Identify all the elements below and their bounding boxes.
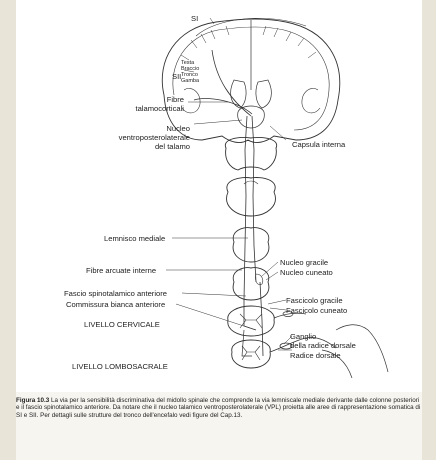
figure-caption: Figura 10.3 La via per la sensibilità di…: [16, 397, 422, 419]
caption-text: La via per la sensibilità discriminativa…: [16, 397, 420, 419]
pathway-diagram: [16, 0, 422, 392]
insula-right: [302, 88, 320, 113]
cervical-cord: [228, 306, 274, 336]
label-gamba: Gamba: [181, 78, 199, 84]
gracile-nucleus-shape: [255, 274, 262, 285]
label-sii: SII: [172, 72, 181, 81]
label-fascicolo-gracile: Fascicolo gracile: [286, 296, 343, 305]
lumbosacral-cord: [232, 340, 271, 368]
page-left-margin: [0, 0, 16, 460]
medulla-upper: [233, 228, 269, 262]
label-livello-cervicale: LIVELLO CERVICALE: [84, 320, 160, 329]
thalamus: [238, 106, 265, 128]
label-lemnisco-mediale: Lemnisco mediale: [104, 234, 165, 243]
label-si: SI: [191, 14, 198, 23]
cortex-gyri: [181, 26, 316, 60]
pons: [227, 178, 276, 216]
medial-lemniscus-path: [252, 116, 256, 282]
page-right-margin: [422, 0, 436, 460]
label-nucleo-vpl-2: ventroposterolaterale: [100, 133, 190, 142]
lateral-ventricle-right: [256, 80, 271, 108]
thalamocortical-fibres: [194, 50, 252, 116]
label-capsula-interna: Capsula interna: [292, 140, 345, 149]
midbrain: [225, 137, 276, 170]
insula-left: [182, 88, 200, 113]
label-ganglio-1: Ganglio: [290, 332, 316, 341]
label-commissura-bianca: Commissura bianca anteriore: [66, 300, 165, 309]
label-nucleo-gracile: Nucleo gracile: [280, 258, 328, 267]
label-radice-dorsale: Radice dorsale: [290, 351, 341, 360]
label-fibre-arcuate: Fibre arcuate interne: [86, 266, 156, 275]
label-nucleo-cuneato: Nucleo cuneato: [280, 268, 333, 277]
caption-prefix: Figura 10.3: [16, 397, 49, 404]
label-nucleo-vpl-3: del talamo: [100, 142, 190, 151]
label-fascio-spinotalamico: Fascio spinotalamico anteriore: [64, 289, 167, 298]
medulla-lower: [233, 268, 269, 300]
label-fibre-talamocorticali-2: talamocorticali: [120, 104, 184, 113]
label-ganglio-2: della radice dorsale: [290, 341, 356, 350]
lateral-ventricle-left: [231, 80, 246, 108]
leader-fascicolo-cuneato: [270, 308, 286, 310]
dorsal-column-path: [260, 282, 263, 356]
leader-nucleo-vpl: [194, 120, 242, 124]
label-fibre-talamocorticali-1: Fibre: [130, 95, 184, 104]
leader-capsula: [270, 126, 286, 140]
label-nucleo-vpl-1: Nucleo: [100, 124, 190, 133]
leader-fascicolo-gracile: [268, 300, 286, 304]
label-livello-lombosacrale: LIVELLO LOMBOSACRALE: [72, 362, 168, 371]
lumbosacral-grey-matter: [242, 346, 260, 360]
label-fascicolo-cuneato: Fascicolo cuneato: [286, 306, 347, 315]
